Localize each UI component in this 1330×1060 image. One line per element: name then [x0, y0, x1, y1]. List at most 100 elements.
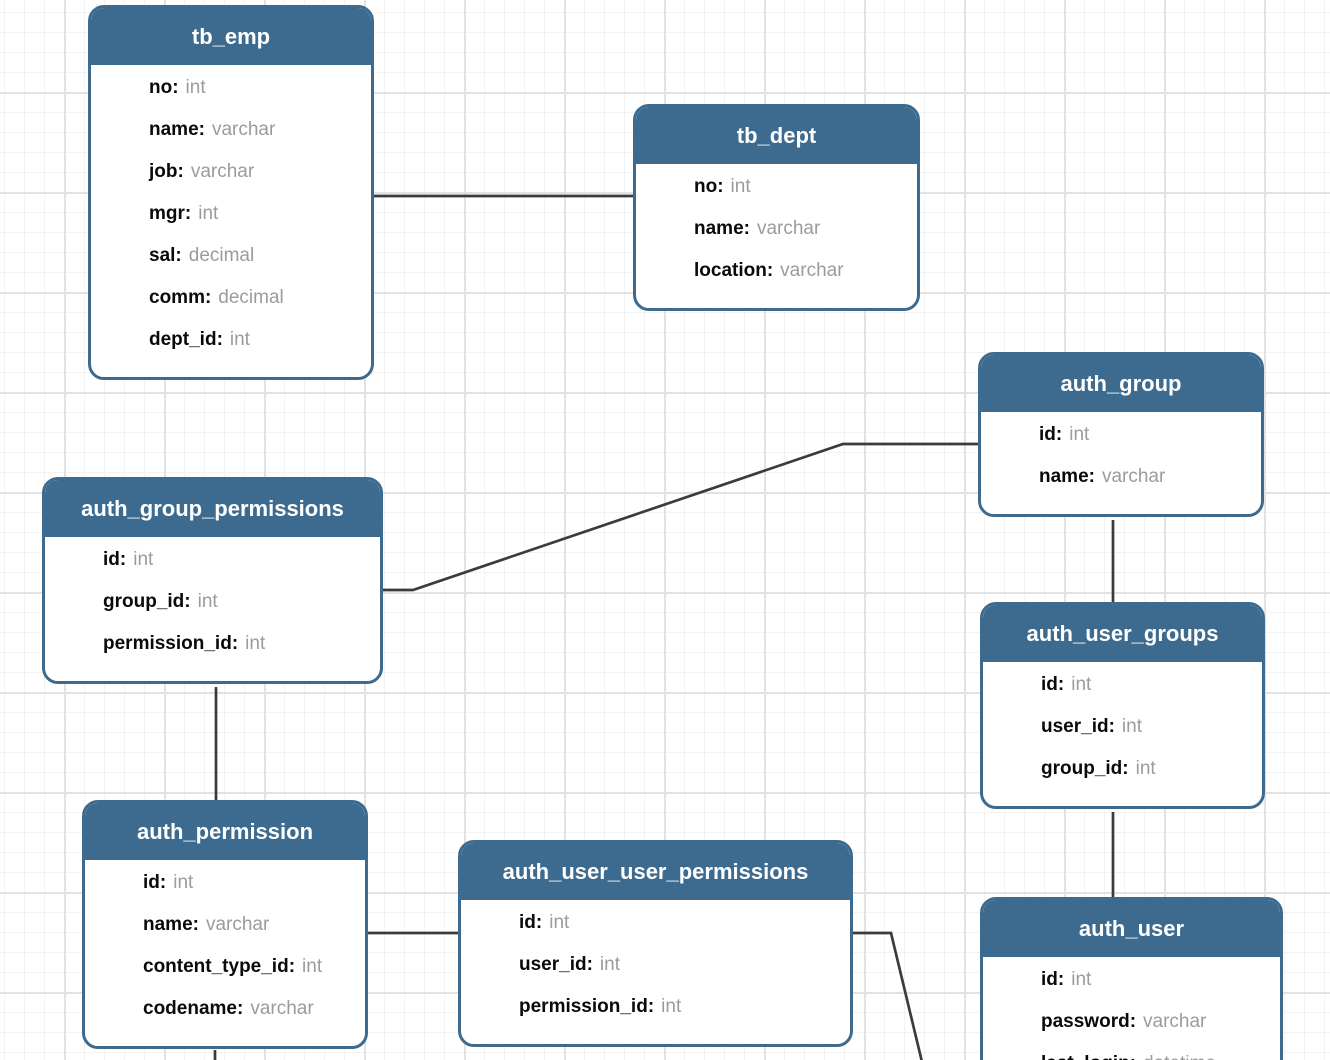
field-row-location: location varchar [694, 250, 907, 292]
table-fields: idintgroup_idintpermission_idint [45, 537, 380, 681]
field-type: int [173, 872, 194, 893]
table-tb_emp[interactable]: tb_empnointnamevarcharjobvarcharmgrintsa… [88, 5, 374, 380]
field-name: group_id [1041, 758, 1129, 779]
field-type: int [198, 203, 219, 224]
field-name: sal [149, 245, 182, 266]
field-name: password [1041, 1011, 1136, 1032]
field-type: int [1135, 758, 1156, 779]
table-tb_dept[interactable]: tb_deptnointnamevarcharlocationvarchar [633, 104, 920, 311]
field-row-permission_id: permission_idint [103, 623, 370, 665]
field-row-sal: sal decimal [149, 235, 361, 277]
field-name: id [519, 912, 542, 933]
table-fields: idint password varchar last_logindatetime [983, 957, 1280, 1060]
field-row-name: name varchar [694, 208, 907, 250]
field-row-id: idint [1039, 414, 1251, 456]
field-row-permission_id: permission_id int [519, 986, 840, 1028]
table-auth_permission[interactable]: auth_permissionidintnamevarcharcontent_t… [82, 800, 368, 1049]
field-type: int [229, 329, 250, 350]
field-row-id: idint [103, 539, 370, 581]
field-type: int [599, 954, 620, 975]
field-name: job [149, 161, 184, 182]
field-name: user_id [519, 954, 593, 975]
table-fields: nointnamevarcharjobvarcharmgrintsaldecim… [91, 65, 371, 377]
table-title-auth_group_permissions: auth_group_permissions [45, 480, 380, 537]
field-name: content_type_id [143, 956, 295, 977]
field-row-id: idint [1041, 664, 1252, 706]
table-title-tb_dept: tb_dept [636, 107, 917, 164]
field-type: decimal [188, 245, 255, 266]
field-name: permission_id [103, 633, 238, 654]
field-row-no: noint [694, 166, 907, 208]
field-name: name [149, 119, 205, 140]
field-row-user_id: user_id int [519, 944, 840, 986]
relationship-line-auth_user_user_permissions-offscreen-bottom[interactable] [853, 931, 923, 1060]
field-row-id: idint [1041, 959, 1270, 1001]
field-name: id [103, 549, 126, 570]
field-type: varchar [1143, 1011, 1207, 1032]
field-type: int [1121, 716, 1142, 737]
table-fields: idint name varchar [981, 412, 1261, 514]
field-row-codename: codename varchar [143, 988, 355, 1030]
field-type: varchar [190, 161, 255, 182]
field-type: int [730, 176, 751, 197]
field-type: int [133, 549, 154, 570]
field-type: int [661, 996, 682, 1017]
field-row-id: idint [519, 902, 840, 944]
field-type: int [302, 956, 323, 977]
table-title-tb_emp: tb_emp [91, 8, 371, 65]
table-auth_user_user_permissions[interactable]: auth_user_user_permissionsidintuser_idin… [458, 840, 853, 1047]
field-type: int [1069, 424, 1090, 445]
table-title-auth_user_user_permissions: auth_user_user_permissions [461, 843, 850, 900]
field-row-last_login: last_logindatetime [1041, 1043, 1270, 1060]
field-row-group_id: group_id int [103, 581, 370, 623]
field-type: int [1071, 969, 1092, 990]
field-name: mgr [149, 203, 191, 224]
field-row-user_id: user_id int [1041, 706, 1252, 748]
field-name: location [694, 260, 773, 281]
field-name: id [1041, 674, 1064, 695]
table-title-auth_permission: auth_permission [85, 803, 365, 860]
field-type: int [1071, 674, 1092, 695]
field-name: codename [143, 998, 243, 1019]
field-type: int [197, 591, 218, 612]
table-auth_group_permissions[interactable]: auth_group_permissionsidintgroup_idintpe… [42, 477, 383, 684]
field-name: group_id [103, 591, 191, 612]
field-name: id [143, 872, 166, 893]
field-row-name: namevarchar [143, 904, 355, 946]
table-auth_user[interactable]: auth_useridint password varchar last_logind… [980, 897, 1283, 1060]
field-row-dept_id: dept_id int [149, 319, 361, 361]
field-row-comm: comm decimal [149, 277, 361, 319]
field-row-no: noint [149, 67, 361, 109]
table-title-auth_user: auth_user [983, 900, 1280, 957]
table-title-auth_user_groups: auth_user_groups [983, 605, 1262, 662]
field-row-password: password varchar [1041, 1001, 1270, 1043]
field-name: name [143, 914, 199, 935]
field-name: comm [149, 287, 211, 308]
table-fields: noint name varchar location varchar [636, 164, 917, 308]
field-row-name: namevarchar [149, 109, 361, 151]
field-name: dept_id [149, 329, 223, 350]
field-type: varchar [1101, 466, 1166, 487]
relationship-line-auth_group_permissions-auth_group[interactable] [383, 442, 978, 592]
table-fields: idintuser_idintgroup_idint [983, 662, 1262, 806]
field-type: datetime [1136, 1053, 1216, 1060]
field-type: varchar [756, 218, 821, 239]
field-name: permission_id [519, 996, 654, 1017]
field-name: name [694, 218, 750, 239]
table-auth_group[interactable]: auth_groupidintnamevarchar [978, 352, 1264, 517]
field-row-name: name varchar [1039, 456, 1251, 498]
field-name: name [1039, 466, 1095, 487]
table-fields: idintnamevarcharcontent_type_idintcodena… [85, 860, 365, 1046]
field-name: user_id [1041, 716, 1115, 737]
field-type: decimal [218, 287, 284, 308]
field-row-group_id: group_id int [1041, 748, 1252, 790]
table-title-auth_group: auth_group [981, 355, 1261, 412]
field-type: int [549, 912, 570, 933]
field-name: id [1039, 424, 1062, 445]
field-name: no [694, 176, 724, 197]
field-type: varchar [780, 260, 844, 281]
table-auth_user_groups[interactable]: auth_user_groupsidintuser_idintgroup_idi… [980, 602, 1265, 809]
field-type: varchar [250, 998, 314, 1019]
field-name: last_login [1041, 1053, 1136, 1060]
